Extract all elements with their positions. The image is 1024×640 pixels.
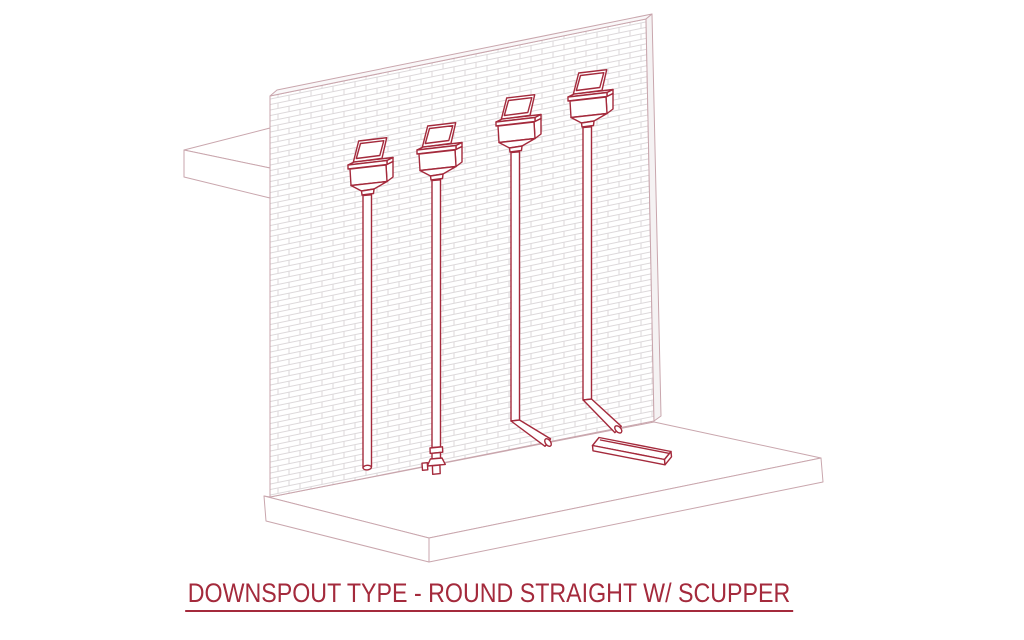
pipe-elbow bbox=[510, 419, 552, 447]
splash-block-end bbox=[663, 450, 673, 466]
downspout-shoe bbox=[431, 464, 441, 475]
downspout-open-end bbox=[347, 137, 394, 471]
roof-ledge bbox=[183, 127, 271, 199]
ground-slab bbox=[263, 421, 824, 563]
outlet-collar bbox=[360, 188, 375, 196]
wall-end-face bbox=[645, 13, 662, 422]
pipe-open-end bbox=[544, 438, 552, 447]
pipe-open-end bbox=[614, 425, 623, 434]
outlet-collar bbox=[580, 120, 595, 128]
splash-block-lip bbox=[599, 439, 671, 455]
scupper-frame-inner bbox=[424, 125, 454, 145]
downspout-pipe bbox=[582, 126, 593, 401]
scupper-frame-inner bbox=[503, 97, 533, 117]
cleanout-bracket bbox=[421, 462, 429, 471]
drawing-title: DOWNSPOUT TYPE - ROUND STRAIGHT W/ SCUPP… bbox=[185, 579, 793, 613]
downspout-pipe bbox=[362, 194, 373, 469]
scupper-frame-inner bbox=[355, 140, 385, 160]
slab-front-right bbox=[428, 457, 824, 563]
downspouts bbox=[347, 69, 673, 475]
downspout-pipe bbox=[510, 151, 521, 422]
outlet-collar bbox=[429, 173, 444, 181]
downspout-boot-at-grade bbox=[416, 122, 463, 475]
downspout-elbow bbox=[495, 94, 552, 447]
pipe-coupling bbox=[429, 446, 444, 455]
downspout-elbow-splash-block bbox=[567, 69, 673, 466]
pipe-open-end bbox=[362, 464, 373, 471]
scupper-frame-inner bbox=[575, 72, 605, 92]
downspout-pipe bbox=[431, 179, 442, 449]
boot-flare bbox=[426, 457, 446, 467]
pipe-elbow bbox=[582, 398, 622, 434]
outlet-collar bbox=[508, 145, 523, 153]
